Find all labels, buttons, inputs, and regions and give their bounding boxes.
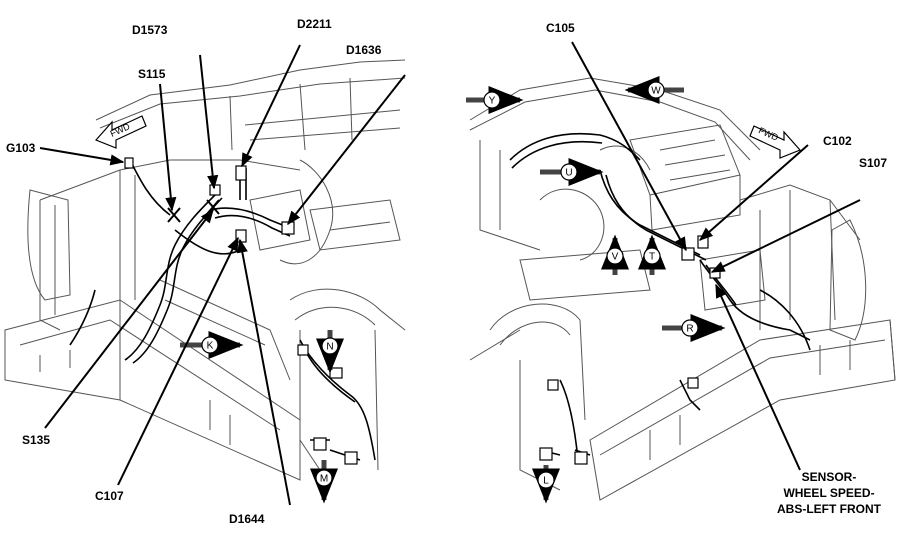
view-marker-m: [310, 460, 338, 504]
callout-d1644: D1644: [229, 512, 265, 526]
leader-d1644: [236, 238, 291, 506]
view-marker-n: [316, 330, 344, 374]
view-letter-k: K: [207, 341, 214, 352]
callout-c105: C105: [546, 21, 575, 35]
view-letter-t: T: [649, 252, 655, 263]
left-wire-harness: [69, 159, 376, 461]
leader-c107: [117, 236, 239, 486]
view-letter-l: L: [543, 476, 549, 487]
left-leader-lines: [39, 44, 406, 506]
leader-d1636: [287, 74, 406, 226]
view-letter-y: Y: [489, 96, 496, 107]
view-marker-v: [601, 234, 629, 275]
left-vehicle-sketch: [4, 59, 406, 481]
view-marker-t: [638, 234, 666, 275]
leader-s107: [710, 199, 861, 273]
left-view-markers: [180, 330, 344, 504]
callout-c107: C107: [95, 489, 124, 503]
view-letter-w: W: [651, 86, 661, 97]
callout-s115: S115: [138, 67, 166, 81]
view-letter-n: N: [326, 342, 333, 353]
view-letter-v: V: [612, 252, 619, 263]
leader-c105: [571, 41, 687, 252]
right-view-markers: [466, 76, 726, 504]
callout-s107: S107: [859, 156, 888, 170]
callout-sensor-wheel-speed: SENSOR- WHEEL SPEED- ABS-LEFT FRONT: [764, 469, 894, 517]
right-leader-lines: [571, 41, 861, 471]
leader-d2211: [241, 44, 301, 168]
view-marker-w: [624, 76, 684, 104]
view-marker-k: [180, 331, 244, 359]
leader-d1573: [199, 54, 219, 190]
callout-d2211: D2211: [297, 17, 332, 31]
left-fwd-arrow: [94, 115, 147, 149]
view-letter-u: U: [565, 168, 572, 179]
leader-sensor: [715, 283, 801, 471]
view-letters: K N M Y W U V T R L: [207, 86, 694, 487]
callout-g103: G103: [6, 141, 36, 155]
callout-d1573: D1573: [132, 23, 168, 37]
right-connectors: [539, 235, 721, 465]
sensor-line-2: WHEEL SPEED-: [783, 486, 875, 500]
view-marker-u: [540, 158, 604, 186]
view-letter-m: M: [320, 474, 328, 485]
callout-c102: C102: [823, 134, 852, 148]
view-marker-l: [532, 465, 560, 504]
sensor-line-3: ABS-LEFT FRONT: [777, 502, 881, 516]
view-marker-r: [662, 314, 726, 342]
leader-s115: [159, 83, 177, 212]
callout-d1636: D1636: [346, 43, 382, 57]
leader-s135: [44, 208, 214, 429]
view-marker-y: [466, 86, 524, 114]
leader-g103: [39, 147, 125, 166]
callout-s135: S135: [22, 433, 51, 447]
view-letter-r: R: [686, 324, 693, 335]
right-fwd-arrow: [749, 125, 802, 159]
leader-c102: [698, 144, 809, 241]
sensor-line-1: SENSOR-: [801, 470, 857, 484]
